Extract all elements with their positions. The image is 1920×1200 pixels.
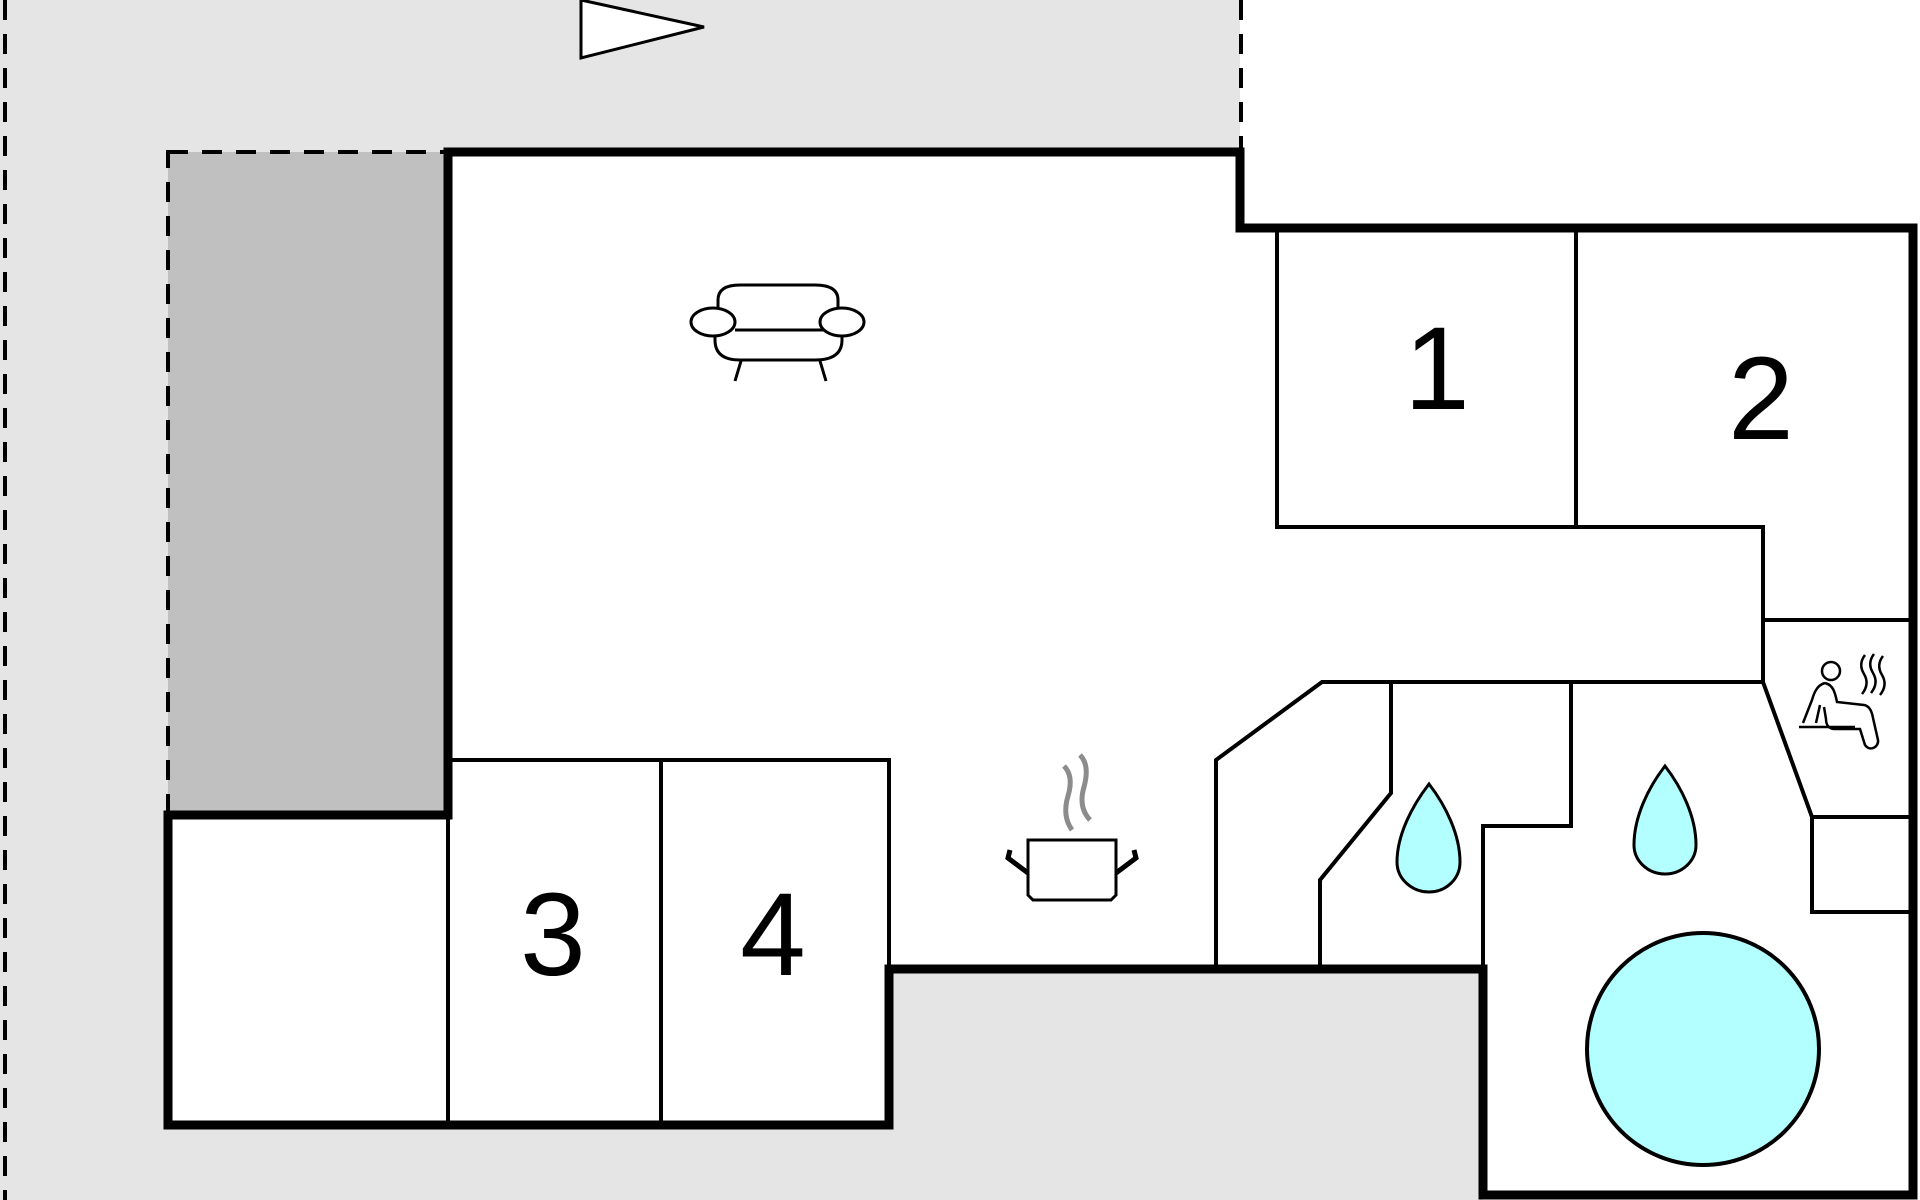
room-number-2: 2 <box>1728 333 1794 465</box>
exterior-walls <box>163 147 1918 1200</box>
kitchen-pot-icon <box>1005 753 1139 902</box>
sauna-icon <box>1799 653 1886 750</box>
carport-area <box>166 150 450 817</box>
entrance-arrow-icon <box>579 0 705 60</box>
sofa-icon <box>689 283 866 382</box>
room-number-1: 1 <box>1404 303 1470 435</box>
room-number-3: 3 <box>520 869 586 1001</box>
bathroom-drop-icon <box>1395 781 1462 894</box>
room-number-4: 4 <box>740 869 806 1001</box>
bathroom-drop-icon <box>1632 763 1698 876</box>
interior-walls <box>446 228 1913 1125</box>
house-interior <box>168 152 1913 1195</box>
pool-circle <box>1585 931 1821 1167</box>
